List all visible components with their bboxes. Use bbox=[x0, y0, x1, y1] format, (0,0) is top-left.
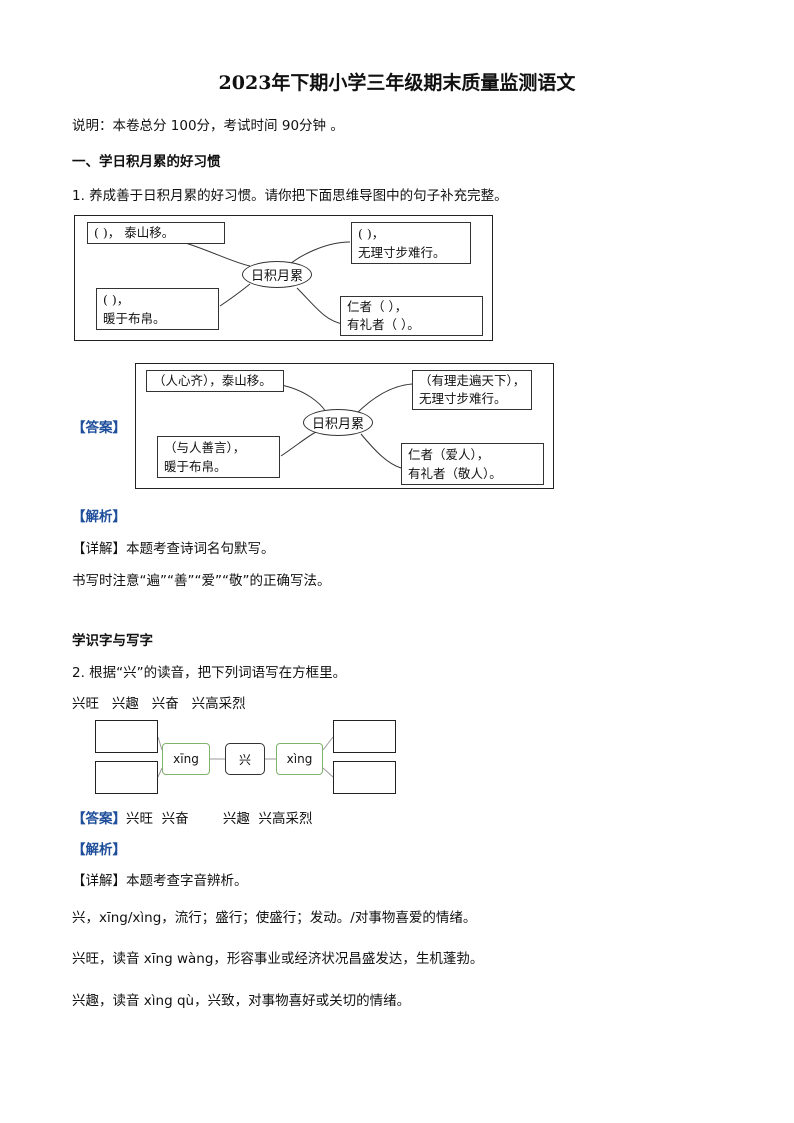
answer-box-bottom-right-l1a: 仁者（ bbox=[408, 447, 446, 462]
answer-box-bottom-right-l2a: 有礼者（ bbox=[408, 466, 459, 481]
map-box-top-right-line2: 无理寸步难行。 bbox=[358, 245, 446, 260]
map-box-top-left: ( )， 泰山移。 bbox=[87, 222, 225, 244]
answer-box-top-right: （有理走遍天下）， 无理寸步难行。 bbox=[412, 370, 532, 410]
pinyin-box-right: xìng bbox=[276, 743, 323, 775]
answer-box-bottom-left: （与人善言）， 暖于布帛。 bbox=[157, 436, 280, 478]
answer-box-top-left: （人心齐），泰山移。 bbox=[146, 370, 284, 392]
map-box-top-right-line1: ( )， bbox=[358, 226, 385, 241]
question-2-text: 2. 根据“兴”的读音，把下列词语写在方框里。 bbox=[72, 665, 347, 681]
map-box-top-left-text: ( )， 泰山移。 bbox=[94, 225, 175, 240]
answer-box-top-left-open: （ bbox=[153, 373, 166, 388]
map-center-label: 日积月累 bbox=[250, 269, 303, 284]
q2-detail: 【详解】本题考查字音辨析。 bbox=[72, 873, 248, 889]
answer-box-top-left-rest: ），泰山移。 bbox=[203, 373, 272, 388]
map-box-top-right: ( )， 无理寸步难行。 bbox=[351, 222, 471, 264]
question-1-text: 1. 养成善于日积月累的好习惯。请你把下面思维导图中的句子补充完整。 bbox=[72, 188, 508, 204]
answer-box-top-left-answer: 人心齐 bbox=[165, 373, 204, 388]
exam-note: 说明：本卷总分 100分，考试时间 90分钟 。 bbox=[72, 118, 344, 134]
q2-answer-label: 【答案】 bbox=[72, 811, 126, 827]
q2-line-1: 兴，xīng/xìng，流行；盛行；使盛行；发动。/对事物喜爱的情绪。 bbox=[72, 910, 477, 926]
center-char-box: 兴 bbox=[225, 743, 265, 775]
pinyin-right-label: xìng bbox=[286, 752, 313, 766]
section2-heading: 学识字与写字 bbox=[72, 633, 153, 649]
write-box-right-top[interactable] bbox=[333, 720, 396, 753]
write-box-left-top[interactable] bbox=[95, 720, 158, 753]
map-box-bottom-right: 仁者（ ）， 有礼者（ ）。 bbox=[340, 296, 483, 336]
answer-map-center-oval: 日积月累 bbox=[303, 409, 373, 436]
answer-box-bottom-right-l1b: ）， bbox=[470, 447, 490, 462]
map-box-bottom-left-line1: ( )， bbox=[103, 292, 130, 307]
answer-box-bottom-right-answer1: 爱人 bbox=[445, 447, 471, 462]
q2-line-3: 兴趣，读音 xìng qù，兴致，对事物喜好或关切的情绪。 bbox=[72, 993, 411, 1009]
answer-box-bottom-right: 仁者（爱人）， 有礼者（敬人）。 bbox=[401, 443, 544, 485]
question-2-words: 兴旺 兴趣 兴奋 兴高采烈 bbox=[72, 696, 246, 712]
pinyin-box-left: xīng bbox=[162, 743, 210, 775]
answer-box-top-right-open: （ bbox=[419, 373, 432, 388]
map-box-bottom-left-line2: 暖于布帛。 bbox=[103, 311, 166, 326]
q1-detail-2: 书写时注意“遍”“善”“爱”“敬”的正确写法。 bbox=[72, 573, 331, 589]
q2-line-2: 兴旺，读音 xīng wàng，形容事业或经济状况昌盛发达，生机蓬勃。 bbox=[72, 951, 484, 967]
write-box-right-bottom[interactable] bbox=[333, 761, 396, 794]
answer-box-top-right-answer: 有理走遍天下 bbox=[431, 373, 507, 388]
q1-analysis-label: 【解析】 bbox=[72, 509, 126, 525]
answer-box-bottom-left-close: ）， bbox=[226, 440, 246, 455]
center-char-label: 兴 bbox=[238, 752, 251, 767]
mindmap-answer-frame: （人心齐），泰山移。 （有理走遍天下）， 无理寸步难行。 日积月累 （与人善言）… bbox=[135, 363, 554, 489]
mindmap-blank-frame: ( )， 泰山移。 ( )， 无理寸步难行。 日积月累 ( )， 暖于布帛。 仁… bbox=[74, 215, 493, 341]
answer-box-top-right-line2: 无理寸步难行。 bbox=[419, 391, 507, 406]
section1-heading: 一、学日积月累的好习惯 bbox=[72, 154, 221, 170]
map-box-bottom-right-line1: 仁者（ ）， bbox=[347, 299, 408, 314]
answer-box-bottom-right-l2b: ）。 bbox=[483, 466, 502, 481]
q1-detail: 【详解】本题考查诗词名句默写。 bbox=[72, 541, 275, 557]
page-title: 2023年下期小学三年级期末质量监测语文 bbox=[218, 72, 576, 94]
q2-analysis-label: 【解析】 bbox=[72, 842, 126, 858]
pinyin-left-label: xīng bbox=[173, 752, 199, 766]
map-box-bottom-right-line2: 有礼者（ ）。 bbox=[347, 317, 420, 332]
answer-box-top-right-close: ）， bbox=[506, 373, 526, 388]
map-box-bottom-left: ( )， 暖于布帛。 bbox=[96, 288, 219, 330]
q2-answer-text: 兴旺 兴奋 兴趣 兴高采烈 bbox=[126, 811, 313, 827]
q2-answer-row: 【答案】兴旺 兴奋 兴趣 兴高采烈 bbox=[72, 807, 313, 827]
map-center-oval: 日积月累 bbox=[242, 261, 312, 288]
answer-box-bottom-left-open: （ bbox=[164, 440, 177, 455]
answer-map-center-label: 日积月累 bbox=[311, 417, 364, 432]
answer-box-bottom-left-answer: 与人善言 bbox=[176, 440, 227, 455]
answer-box-bottom-left-line2: 暖于布帛。 bbox=[164, 459, 227, 474]
q1-answer-label: 【答案】 bbox=[72, 420, 126, 436]
answer-box-bottom-right-answer2: 敬人 bbox=[458, 466, 484, 481]
write-box-left-bottom[interactable] bbox=[95, 761, 158, 794]
